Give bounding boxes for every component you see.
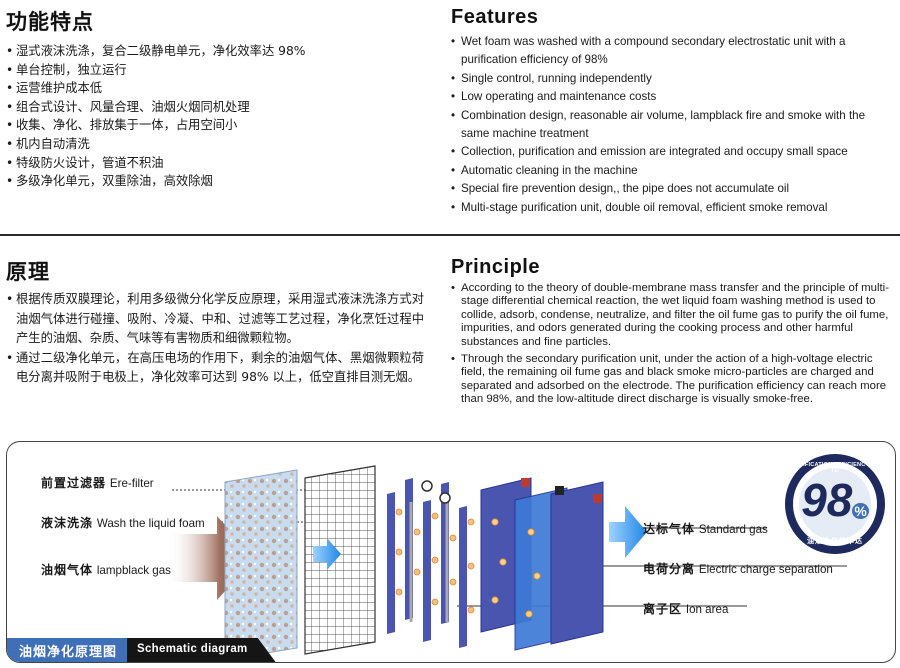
grid-filter-panel	[304, 465, 376, 655]
list-item: Collection, purification and emission ar…	[451, 143, 896, 162]
diagram-title-cn: 油烟净化原理图	[7, 638, 128, 662]
flow-arrow-icon	[313, 538, 341, 570]
foam-panel	[224, 469, 298, 661]
ion-area-label: 离子区 Ion area	[643, 602, 729, 616]
principle-cn-title: 原理	[6, 260, 50, 284]
ion-plate	[423, 500, 431, 642]
badge-ring-text: PURIFICATION EFFICIENCY UP TO	[790, 462, 880, 474]
badge-value: 98%	[801, 474, 869, 526]
list-item: 运营维护成本低	[6, 79, 436, 98]
diagram-title-en: Schematic diagram	[127, 638, 276, 662]
features-cn-list: 湿式液沫洗涤，复合二级静电单元，净化效率达 98% 单台控制，独立运行 运营维护…	[6, 42, 436, 191]
list-item: Special fire prevention design,, the pip…	[451, 180, 896, 199]
standard-gas-label: 达标气体 Standard gas	[643, 522, 768, 536]
list-item: 收集、净化、排放集于一体，占用空间小	[6, 116, 436, 135]
list-item: Wet foam was washed with a compound seco…	[451, 33, 896, 70]
ion-ring-icon	[421, 480, 433, 492]
fume-label: 油烟气体 lampblack gas	[41, 563, 171, 577]
prefilter-label: 前置过滤器 Ere-filter	[41, 476, 154, 490]
schematic-illustration	[167, 454, 885, 661]
principle-cn-section: 原理 根据传质双膜理论，利用多级微分化学反应原理，采用湿式液沫洗涤方式对油烟气体…	[6, 256, 424, 388]
features-cn-title: 功能特点	[6, 10, 94, 34]
principle-en-title: Principle	[451, 256, 540, 278]
list-item: 通过二级净化单元，在高压电场的作用下，剩余的油烟气体、黑烟微颗粒荷电分离并吸附于…	[6, 349, 424, 388]
list-item: 多级净化单元，双重除油，高效除烟	[6, 172, 436, 191]
clean-air-arrow-icon	[609, 506, 647, 558]
list-item: Through the secondary purification unit,…	[451, 353, 896, 407]
list-item: 机内自动清洗	[6, 135, 436, 154]
list-item: According to the theory of double-membra…	[451, 282, 896, 349]
charge-separation-label: 电荷分离 Electric charge separation	[643, 562, 833, 576]
features-en-list: Wet foam was washed with a compound seco…	[451, 33, 896, 217]
charge-badges	[521, 478, 602, 503]
list-item: Automatic cleaning in the machine	[451, 162, 896, 181]
list-item: 湿式液沫洗涤，复合二级静电单元，净化效率达 98%	[6, 42, 436, 61]
features-en-section: Features Wet foam was washed with a comp…	[451, 6, 896, 217]
badge-cn-text: 油烟净化效率达	[807, 537, 863, 545]
list-item: Single control, running independently	[451, 70, 896, 89]
features-en-title: Features	[451, 6, 539, 28]
schematic-diagram: 前置过滤器 Ere-filter 液沫洗涤 Wash the liquid fo…	[6, 441, 896, 663]
ion-ring-icon	[439, 492, 451, 504]
list-item: 特级防火设计，管道不积油	[6, 154, 436, 173]
ion-plate	[459, 506, 467, 648]
ion-plate	[387, 492, 395, 634]
features-cn-section: 功能特点 湿式液沫洗涤，复合二级静电单元，净化效率达 98% 单台控制，独立运行…	[6, 6, 436, 191]
efficiency-badge	[785, 454, 885, 554]
section-divider	[0, 234, 900, 236]
list-item: Combination design, reasonable air volum…	[451, 107, 896, 144]
collector-plate	[550, 481, 604, 645]
principle-cn-list: 根据传质双膜理论，利用多级微分化学反应原理，采用湿式液沫洗涤方式对油烟气体进行碰…	[6, 290, 424, 388]
particle-dots	[395, 508, 475, 614]
wash-label: 液沫洗涤 Wash the liquid foam	[41, 516, 205, 530]
list-item: 单台控制，独立运行	[6, 61, 436, 80]
list-item: Low operating and maintenance costs	[451, 88, 896, 107]
list-item: Multi-stage purification unit, double oi…	[451, 199, 896, 218]
diagram-title-tab: 油烟净化原理图 Schematic diagram	[7, 638, 276, 662]
principle-en-section: Principle According to the theory of dou…	[451, 256, 896, 411]
list-item: 根据传质双膜理论，利用多级微分化学反应原理，采用湿式液沫洗涤方式对油烟气体进行碰…	[6, 290, 424, 349]
charged-particles	[491, 518, 541, 618]
list-item: 组合式设计、风量合理、油烟火烟同机处理	[6, 98, 436, 117]
principle-en-list: According to the theory of double-membra…	[451, 282, 896, 407]
